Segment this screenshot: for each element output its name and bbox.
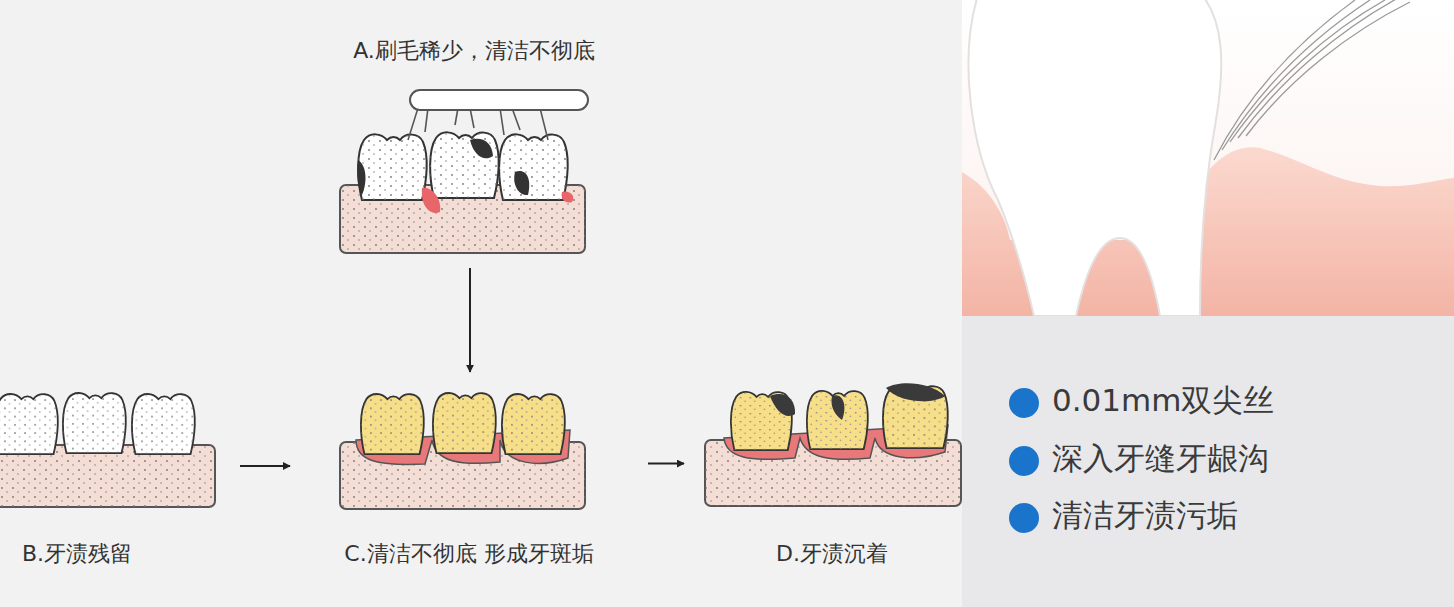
bristle-illustration xyxy=(962,0,1454,607)
stage-b-art xyxy=(0,393,215,507)
feature-text: 清洁牙渍污垢 xyxy=(1052,497,1238,534)
stage-panel: C.清洁不彻底 形成牙斑垢 xyxy=(298,380,640,567)
feature-text: 深入牙缝牙龈沟 xyxy=(1052,440,1269,477)
stage-a-art xyxy=(340,90,588,253)
stage-caption: A.刷毛稀少，清洁不彻底 xyxy=(300,38,648,64)
flow-arrow xyxy=(648,463,684,465)
stage-panel: A.刷毛稀少，清洁不彻底 xyxy=(300,38,648,260)
stage-c-art xyxy=(340,393,585,509)
stage-caption: C.清洁不彻底 形成牙斑垢 xyxy=(298,541,640,567)
feature-text: 0.01mm双尖丝 xyxy=(1052,382,1274,419)
flow-arrow xyxy=(469,268,471,372)
stage-d-art xyxy=(705,383,961,506)
stage-panel: B.牙渍残留 xyxy=(0,385,232,567)
flow-arrow xyxy=(240,465,290,467)
stage-caption: B.牙渍残留 xyxy=(22,541,232,567)
stage-panel: D.牙渍沉着 xyxy=(692,376,972,567)
stage-caption: D.牙渍沉着 xyxy=(692,541,972,567)
